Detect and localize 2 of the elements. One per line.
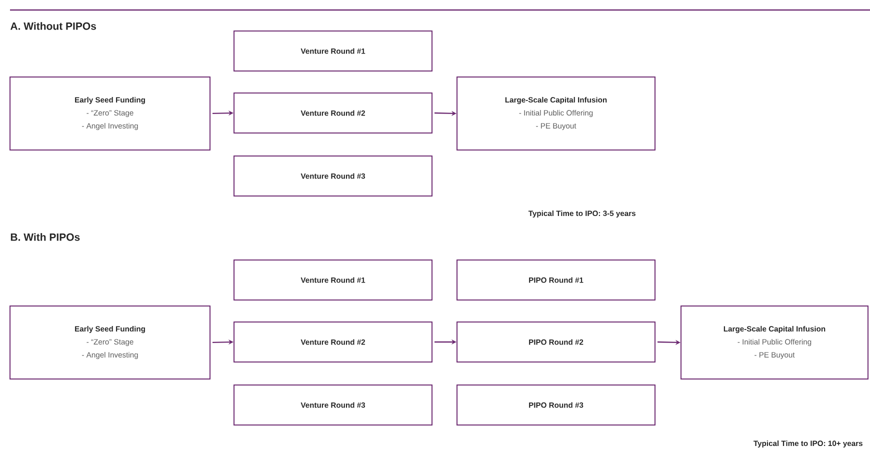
section-heading: B. With PIPOs xyxy=(10,233,80,241)
section-heading: A. Without PIPOs xyxy=(10,22,96,30)
